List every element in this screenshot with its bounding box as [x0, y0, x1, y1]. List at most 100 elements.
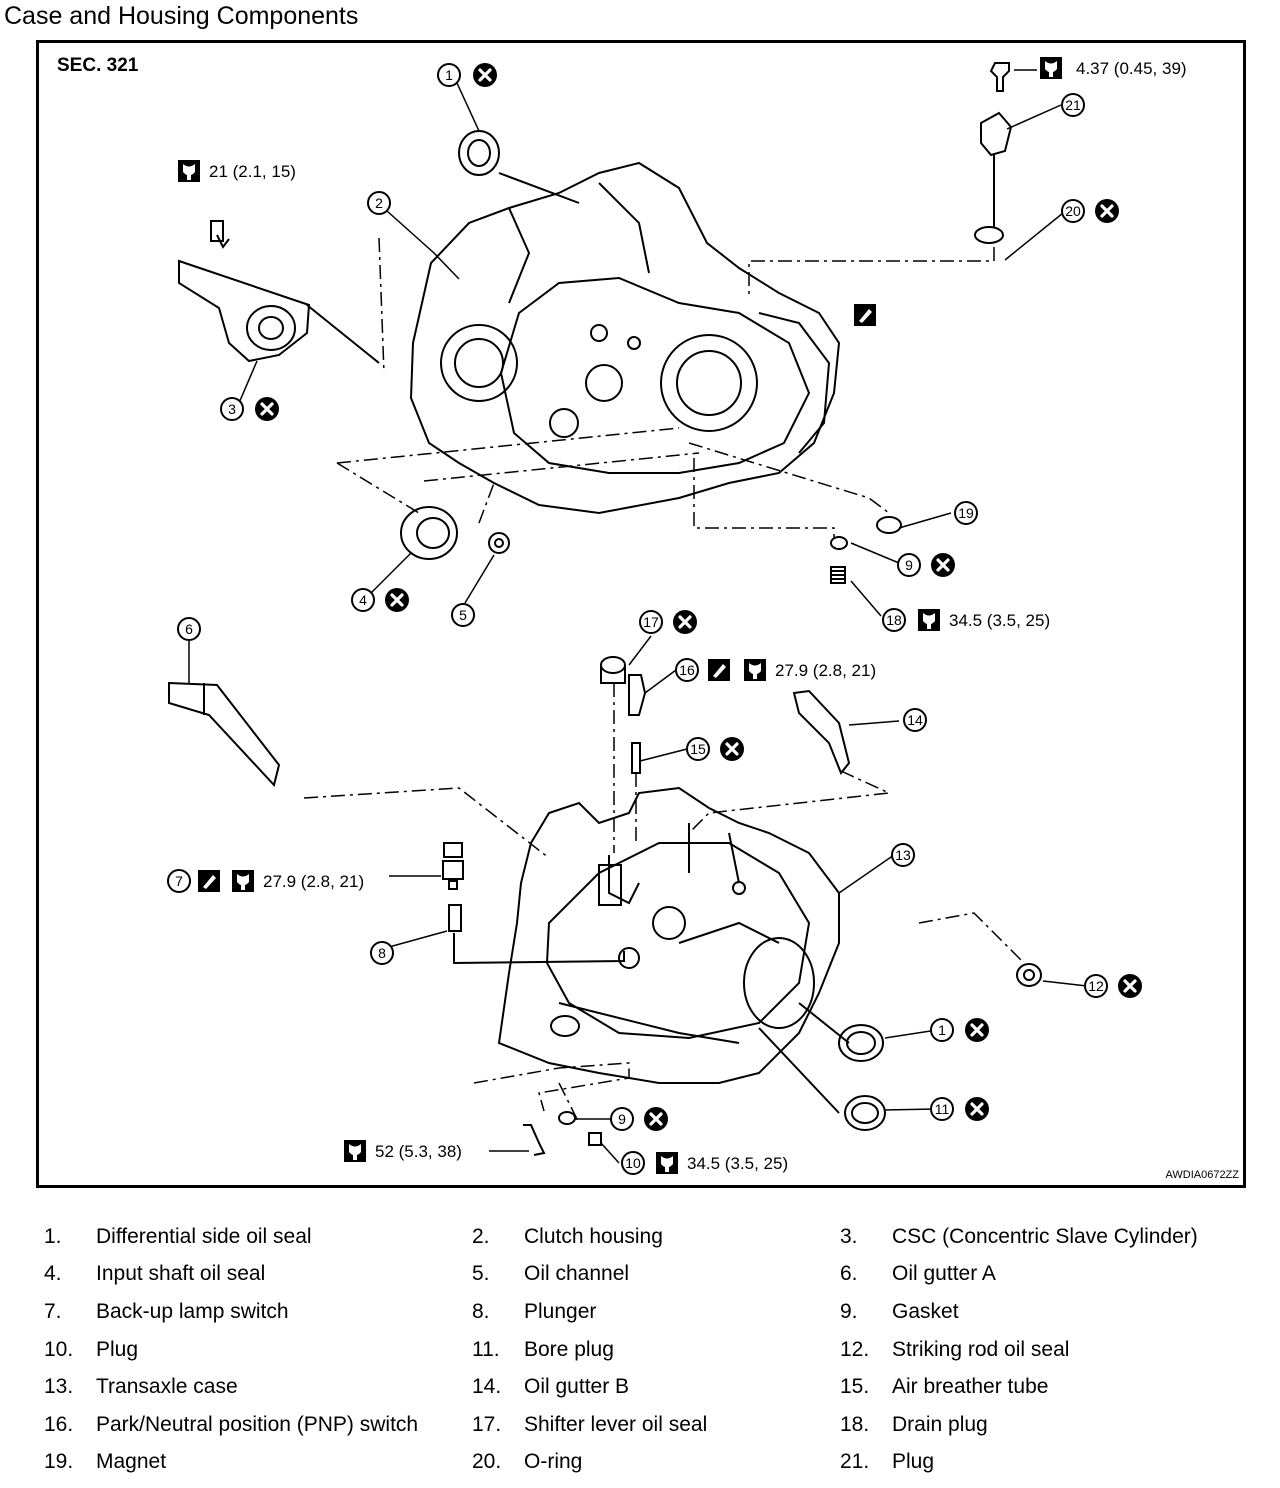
callout-20: 20 [1061, 199, 1085, 223]
parts-12-1-11-9-10-drawing [523, 963, 1042, 1156]
torque-label-3: 21 (2.1, 15) [209, 162, 296, 181]
legend-item: 5.Oil channel [472, 1262, 630, 1286]
callout-6: 6 [177, 617, 201, 641]
callout-9-top: 9 [897, 553, 921, 577]
legend-row: 1.Differential side oil seal 2.Clutch ho… [44, 1218, 1264, 1256]
legend-item: 3.CSC (Concentric Slave Cylinder) [840, 1224, 1198, 1248]
svg-text:11: 11 [935, 1101, 950, 1117]
legend-item: 9.Gasket [840, 1299, 959, 1323]
page-title: Case and Housing Components [4, 2, 359, 30]
callout-15: 15 [686, 737, 710, 761]
callout-17: 17 [639, 610, 663, 634]
part-1-differential-seal-top [458, 130, 580, 204]
callout-circles: 1 2 3 4 5 6 7 8 9 10 11 12 13 14 15 16 1… [167, 63, 1108, 1175]
callout-11: 11 [930, 1097, 954, 1121]
callout-18: 18 [882, 608, 906, 632]
svg-text:15: 15 [690, 741, 706, 757]
parts-14-15-16-17-drawing [600, 656, 851, 775]
callout-5: 5 [451, 603, 475, 627]
svg-text:18: 18 [886, 612, 902, 628]
legend-item: 10.Plug [44, 1337, 139, 1361]
callout-13: 13 [891, 843, 915, 867]
callout-10: 10 [621, 1151, 645, 1175]
legend-row: 19.Magnet 20.O-ring 21.Plug [44, 1444, 1264, 1482]
legend-item: 11.Bore plug [472, 1337, 614, 1361]
exploded-view-drawing: 1 2 3 4 5 6 7 8 9 10 11 12 13 14 15 16 1… [167, 57, 1187, 1175]
torque-label-16: 27.9 (2.8, 21) [775, 661, 876, 680]
svg-text:1: 1 [445, 67, 453, 83]
callout-8: 8 [370, 941, 394, 965]
part-6-oil-gutter-a-drawing [168, 681, 281, 788]
callout-12: 12 [1084, 974, 1108, 998]
clutch-housing-drawing [409, 161, 841, 515]
svg-text:5: 5 [459, 607, 467, 623]
torque-label-21: 4.37 (0.45, 39) [1076, 59, 1187, 78]
legend-row: 4.Input shaft oil seal 5.Oil channel 6.O… [44, 1256, 1264, 1294]
exploded-view-figure: 1 2 3 4 5 6 7 8 9 10 11 12 13 14 15 16 1… [36, 40, 1246, 1188]
legend-item: 17.Shifter lever oil seal [472, 1412, 708, 1436]
callout-2: 2 [367, 191, 391, 215]
legend-row: 13.Transaxle case 14.Oil gutter B 15.Air… [44, 1368, 1264, 1406]
svg-text:16: 16 [679, 662, 695, 678]
callout-1-top: 1 [437, 63, 461, 87]
parts-20-21-drawing [974, 62, 1013, 244]
callout-4: 4 [351, 588, 375, 612]
callout-19: 19 [954, 501, 978, 525]
legend-item: 6.Oil gutter A [840, 1262, 996, 1286]
svg-text:8: 8 [378, 945, 386, 961]
callout-1-bottom: 1 [930, 1018, 954, 1042]
svg-text:1: 1 [938, 1022, 946, 1038]
callout-leader-lines [188, 69, 1088, 1164]
svg-text:14: 14 [907, 712, 923, 728]
svg-text:6: 6 [185, 621, 193, 637]
legend-item: 18.Drain plug [840, 1412, 988, 1436]
callout-16: 16 [675, 658, 699, 682]
legend-item: 14.Oil gutter B [472, 1375, 630, 1399]
parts-19-9-18-drawing [830, 516, 902, 584]
svg-text:4: 4 [359, 592, 367, 608]
svg-text:9: 9 [905, 557, 913, 573]
torque-label-18: 34.5 (3.5, 25) [949, 611, 1050, 630]
legend-item: 19.Magnet [44, 1450, 167, 1474]
callout-9-bottom: 9 [610, 1107, 634, 1131]
svg-text:21: 21 [1065, 97, 1081, 113]
figure-id: AWDIA0672ZZ [1165, 1169, 1239, 1181]
legend-item: 15.Air breather tube [840, 1375, 1049, 1399]
svg-text:19: 19 [958, 505, 974, 521]
torque-label-bolt: 52 (5.3, 38) [375, 1142, 462, 1161]
svg-text:17: 17 [643, 614, 659, 630]
callout-7: 7 [167, 869, 191, 893]
torque-value-labels: 4.37 (0.45, 39) 21 (2.1, 15) 34.5 (3.5, … [209, 59, 1187, 1173]
parts-legend: 1.Differential side oil seal 2.Clutch ho… [44, 1218, 1264, 1481]
legend-item: 16.Park/Neutral position (PNP) switch [44, 1412, 419, 1436]
transaxle-case-drawing [497, 786, 840, 1084]
legend-item: 21.Plug [840, 1450, 935, 1474]
torque-label-10: 34.5 (3.5, 25) [687, 1154, 788, 1173]
part-3-csc-drawing [178, 220, 380, 364]
legend-item: 7.Back-up lamp switch [44, 1299, 289, 1323]
svg-text:20: 20 [1065, 203, 1081, 219]
assembly-dash-lines-top [336, 193, 995, 538]
svg-text:13: 13 [895, 847, 911, 863]
legend-item: 2.Clutch housing [472, 1224, 663, 1248]
legend-item: 12.Striking rod oil seal [840, 1337, 1070, 1361]
torque-label-7: 27.9 (2.8, 21) [263, 872, 364, 891]
callout-3: 3 [220, 397, 244, 421]
legend-row: 10.Plug 11.Bore plug 12.Striking rod oil… [44, 1331, 1264, 1369]
legend-row: 7.Back-up lamp switch 8.Plunger 9.Gasket [44, 1293, 1264, 1331]
legend-item: 13.Transaxle case [44, 1375, 238, 1399]
section-label: SEC. 321 [57, 55, 139, 76]
svg-text:12: 12 [1088, 978, 1104, 994]
svg-text:10: 10 [625, 1155, 641, 1171]
svg-text:7: 7 [175, 873, 183, 889]
legend-item: 8.Plunger [472, 1299, 597, 1323]
assembly-dash-lines-bottom [303, 683, 1025, 1124]
legend-item: 4.Input shaft oil seal [44, 1262, 266, 1286]
svg-text:3: 3 [228, 401, 236, 417]
callout-14: 14 [903, 708, 927, 732]
parts-7-8-drawing [442, 842, 625, 965]
legend-item: 20.O-ring [472, 1450, 583, 1474]
svg-text:2: 2 [375, 195, 383, 211]
legend-row: 16.Park/Neutral position (PNP) switch 17… [44, 1406, 1264, 1444]
svg-text:9: 9 [618, 1111, 626, 1127]
